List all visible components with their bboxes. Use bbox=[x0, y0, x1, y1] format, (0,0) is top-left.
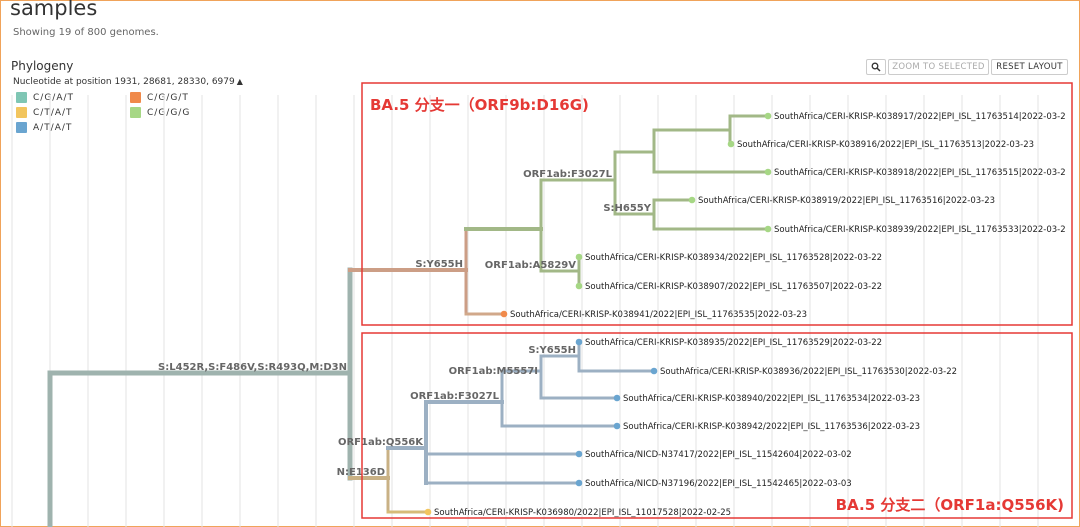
tip-label: SouthAfrica/CERI-KRISP-K038941/2022|EPI_… bbox=[510, 310, 807, 320]
chevron-up-icon: ▲ bbox=[236, 77, 243, 86]
tip-marker bbox=[424, 508, 432, 516]
branch-label: N:E136D bbox=[337, 467, 385, 478]
tip-label: SouthAfrica/CERI-KRISP-K038939/2022|EPI_… bbox=[774, 225, 1066, 235]
color-by-toggle[interactable]: Nucleotide at position 1931, 28681, 2833… bbox=[13, 77, 243, 87]
tip-label: SouthAfrica/NICD-N37196/2022|EPI_ISL_115… bbox=[585, 479, 852, 489]
panel-title: Phylogeny bbox=[11, 59, 74, 73]
tip-marker bbox=[575, 253, 583, 261]
tip-label: SouthAfrica/CERI-KRISP-K038942/2022|EPI_… bbox=[623, 422, 920, 432]
tip-marker bbox=[764, 168, 772, 176]
tip-labels: SouthAfrica/CERI-KRISP-K038917/2022|EPI_… bbox=[434, 112, 1066, 518]
tip-label: SouthAfrica/CERI-KRISP-K038934/2022|EPI_… bbox=[585, 253, 882, 263]
tip-label: SouthAfrica/CERI-KRISP-K038936/2022|EPI_… bbox=[660, 367, 957, 377]
tip-marker bbox=[613, 394, 621, 402]
tip-label: SouthAfrica/CERI-KRISP-K038919/2022|EPI_… bbox=[698, 196, 995, 206]
clade1-highlight-box bbox=[361, 82, 1073, 326]
legend: C/G/A/T C/T/A/T A/T/A/T C/G/G/T C/G/G/G bbox=[16, 92, 196, 136]
reset-layout-button[interactable]: RESET LAYOUT bbox=[991, 59, 1068, 75]
legend-label: A/T/A/T bbox=[33, 122, 73, 133]
clade2-highlight-box bbox=[361, 332, 1073, 519]
tip-label: SouthAfrica/CERI-KRISP-K038940/2022|EPI_… bbox=[623, 394, 920, 404]
legend-swatch bbox=[130, 92, 141, 103]
tip-markers bbox=[424, 112, 772, 516]
tip-label: SouthAfrica/CERI-KRISP-K038917/2022|EPI_… bbox=[774, 112, 1066, 122]
tip-label: SouthAfrica/CERI-KRISP-K038907/2022|EPI_… bbox=[585, 282, 882, 292]
tip-label: SouthAfrica/CERI-KRISP-K038935/2022|EPI_… bbox=[585, 338, 882, 348]
legend-label: C/G/A/T bbox=[33, 92, 75, 103]
branch-label: S:H655Y bbox=[603, 203, 651, 214]
legend-label: C/G/G/G bbox=[147, 107, 191, 118]
branch-label: ORF1ab:Q556K bbox=[338, 437, 424, 448]
tip-label: SouthAfrica/CERI-KRISP-K036980/2022|EPI_… bbox=[434, 508, 731, 518]
tip-marker bbox=[575, 479, 583, 487]
tip-label: SouthAfrica/CERI-KRISP-K038916/2022|EPI_… bbox=[737, 140, 1034, 150]
legend-swatch bbox=[130, 107, 141, 118]
legend-item[interactable]: C/G/G/G bbox=[130, 107, 190, 118]
clade2-annotation: BA.5 分支二（ORF1a:Q556K) bbox=[836, 496, 1064, 514]
tip-marker bbox=[727, 140, 735, 148]
color-by-label: Nucleotide at position 1931, 28681, 2833… bbox=[13, 77, 235, 87]
legend-item[interactable]: A/T/A/T bbox=[16, 122, 72, 133]
branch-labels: S:L452R,S:F486V,S:R493Q,M:D3N S:Y655H OR… bbox=[158, 169, 652, 478]
page-title: samples bbox=[10, 0, 98, 20]
clade1-annotation: BA.5 分支一（ORF9b:D16G) bbox=[370, 96, 589, 114]
zoom-to-selected-button[interactable]: ZOOM TO SELECTED bbox=[888, 59, 989, 75]
branch-label: S:L452R,S:F486V,S:R493Q,M:D3N bbox=[158, 362, 347, 373]
branch-label: ORF1ab:A5829V bbox=[485, 260, 576, 271]
branch-label: ORF1ab:M5557I bbox=[449, 366, 538, 377]
legend-swatch bbox=[16, 122, 27, 133]
tip-marker bbox=[650, 367, 658, 375]
legend-label: C/T/A/T bbox=[33, 107, 73, 118]
genome-count: Showing 19 of 800 genomes. bbox=[13, 27, 159, 38]
branch-label: S:Y655H bbox=[528, 345, 576, 356]
magnifier-icon bbox=[871, 62, 881, 72]
legend-item[interactable]: C/G/G/T bbox=[130, 92, 189, 103]
tip-marker bbox=[764, 225, 772, 233]
tip-marker bbox=[575, 338, 583, 346]
tree-branches bbox=[47, 114, 770, 527]
tip-marker bbox=[688, 196, 696, 204]
legend-item[interactable]: C/G/A/T bbox=[16, 92, 74, 103]
tip-label: SouthAfrica/CERI-KRISP-K038918/2022|EPI_… bbox=[774, 168, 1066, 178]
tip-marker bbox=[575, 450, 583, 458]
branch-label: ORF1ab:F3027L bbox=[523, 169, 613, 180]
legend-item[interactable]: C/T/A/T bbox=[16, 107, 73, 118]
legend-label: C/G/G/T bbox=[147, 92, 189, 103]
tip-marker bbox=[500, 310, 508, 318]
branch-label: ORF1ab:F3027L bbox=[410, 391, 500, 402]
tip-label: SouthAfrica/NICD-N37417/2022|EPI_ISL_115… bbox=[585, 450, 852, 460]
tip-marker bbox=[613, 422, 621, 430]
tip-marker bbox=[764, 112, 772, 120]
zoom-button[interactable] bbox=[866, 59, 886, 75]
legend-swatch bbox=[16, 92, 27, 103]
legend-swatch bbox=[16, 107, 27, 118]
tip-marker bbox=[575, 282, 583, 290]
branch-label: S:Y655H bbox=[415, 259, 463, 270]
